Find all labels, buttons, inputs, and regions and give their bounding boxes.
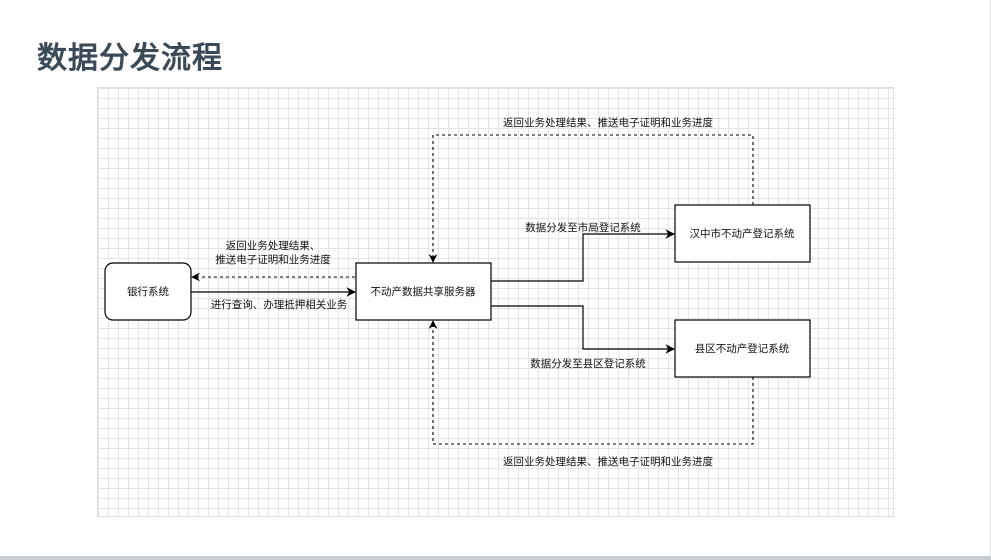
node-county-label: 县区不动产登记系统 (695, 342, 790, 355)
node-bank-system[interactable]: 银行系统 (104, 262, 192, 321)
edge-label-server-to-city: 数据分发至市局登记系统 (525, 221, 641, 234)
edge-label-server-to-bank-line2: 推送电子证明和业务进度 (215, 253, 331, 266)
node-city-registration-system[interactable]: 汉中市不动产登记系统 (674, 204, 811, 263)
node-server-label: 不动产数据共享服务器 (371, 285, 476, 298)
edge-city-to-server: 返回业务处理结果、推送电子证明和业务进度 (428, 116, 754, 263)
edge-server-to-bank: 返回业务处理结果、 推送电子证明和业务进度 (191, 239, 355, 282)
edge-bank-to-server: 进行查询、办理抵押相关业务 (191, 287, 356, 311)
page-title: 数据分发流程 (37, 41, 223, 76)
edge-label-bank-to-server: 进行查询、办理抵押相关业务 (211, 298, 348, 311)
node-data-sharing-server[interactable]: 不动产数据共享服务器 (355, 262, 492, 321)
node-city-label: 汉中市不动产登记系统 (690, 227, 795, 240)
edge-label-server-to-bank-line1: 返回业务处理结果、 (226, 239, 321, 252)
node-county-registration-system[interactable]: 县区不动产登记系统 (674, 319, 811, 378)
edge-label-city-to-server: 返回业务处理结果、推送电子证明和业务进度 (503, 116, 713, 129)
edge-server-to-county: 数据分发至县区登记系统 (491, 305, 675, 370)
edge-label-county-to-server: 返回业务处理结果、推送电子证明和业务进度 (503, 455, 713, 468)
diagram-canvas (97, 87, 894, 517)
slide-bottom-divider (0, 556, 991, 560)
edge-server-to-city: 数据分发至市局登记系统 (491, 221, 675, 282)
edge-county-to-server: 返回业务处理结果、推送电子证明和业务进度 (428, 320, 754, 468)
node-bank-label: 银行系统 (127, 285, 169, 298)
edge-label-server-to-county: 数据分发至县区登记系统 (530, 357, 646, 370)
